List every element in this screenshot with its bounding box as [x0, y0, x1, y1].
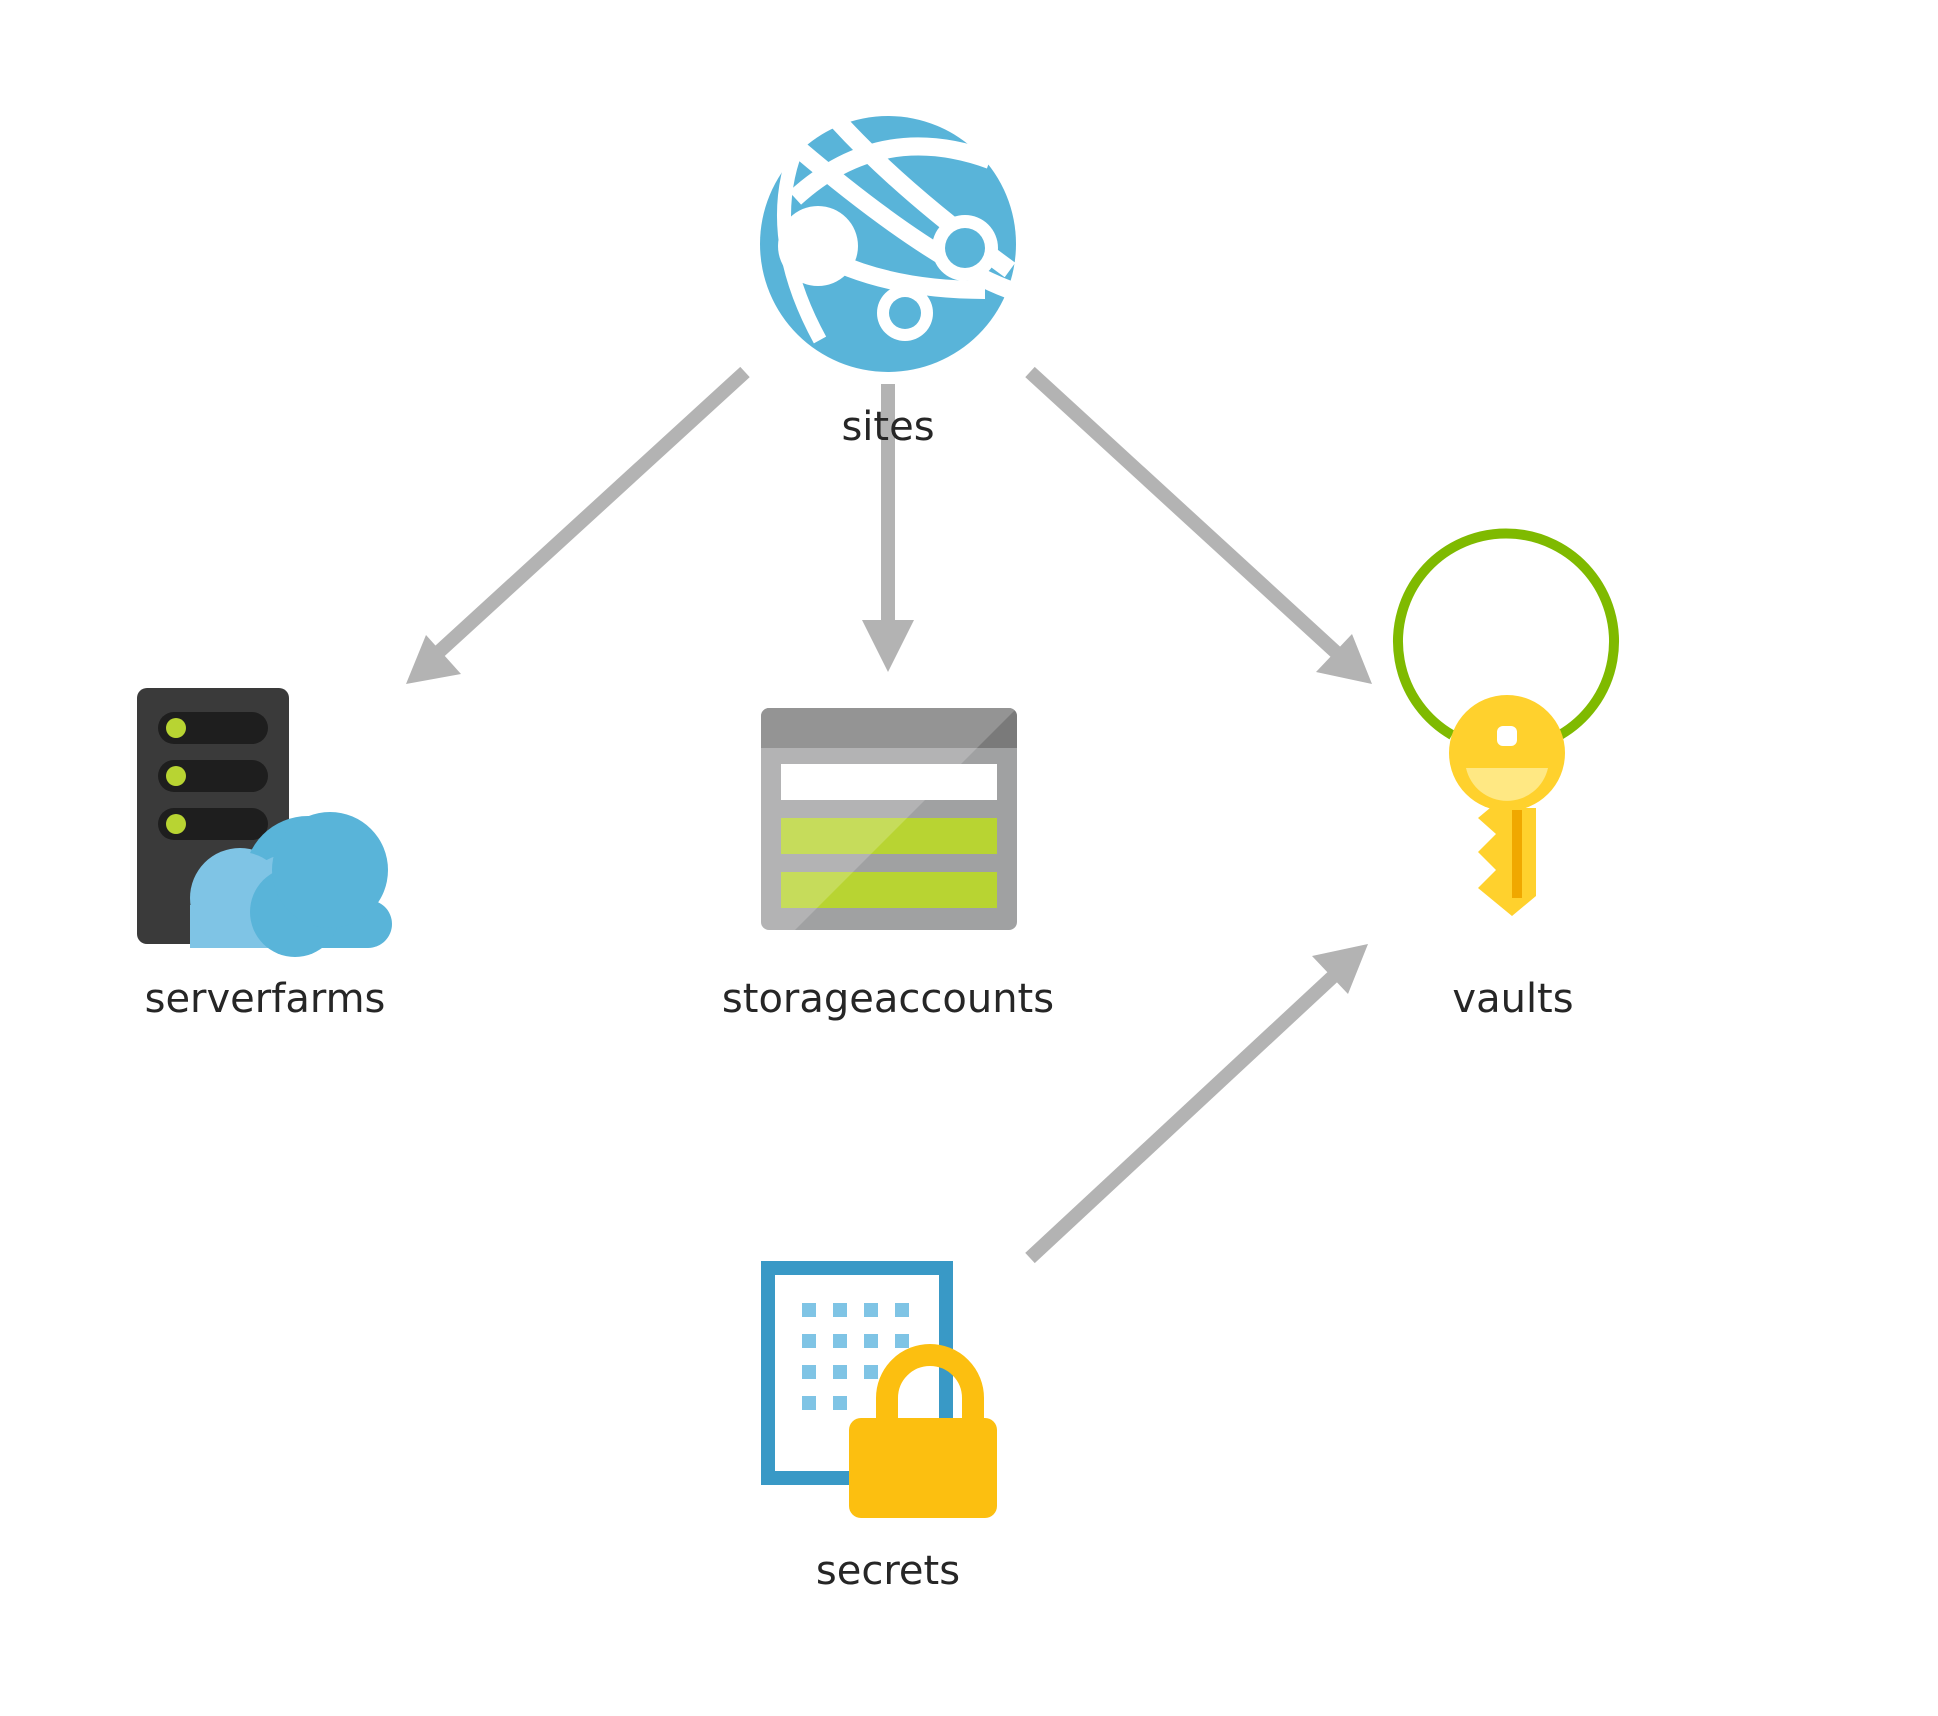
cloud-icon — [190, 812, 392, 957]
storage-account-icon — [761, 708, 1017, 930]
secret-lock-icon — [761, 1261, 997, 1518]
node-secrets[interactable]: secrets — [761, 1261, 997, 1594]
edge-secrets-to-vaults — [1025, 944, 1368, 1264]
edges — [406, 366, 1372, 1264]
node-serverfarms[interactable]: serverfarms — [137, 688, 392, 1022]
web-app-globe-icon — [760, 111, 1016, 372]
key-vault-icon — [1393, 528, 1619, 916]
node-sites[interactable]: sites — [760, 111, 1016, 450]
node-vaults[interactable]: vaults — [1393, 528, 1619, 1022]
node-label-secrets: secrets — [816, 1548, 960, 1594]
node-label-vaults: vaults — [1452, 976, 1573, 1022]
edge-sites-to-vaults — [1025, 366, 1372, 684]
node-storageaccounts[interactable]: storageaccounts — [722, 708, 1054, 1022]
edge-sites-to-serverfarms — [406, 366, 750, 684]
node-label-sites: sites — [841, 404, 934, 450]
node-label-storageaccounts: storageaccounts — [722, 976, 1054, 1022]
edge-sites-to-storageaccounts — [862, 384, 914, 672]
document-grid — [802, 1303, 909, 1410]
node-label-serverfarms: serverfarms — [145, 976, 386, 1022]
app-service-plan-icon — [137, 688, 392, 957]
